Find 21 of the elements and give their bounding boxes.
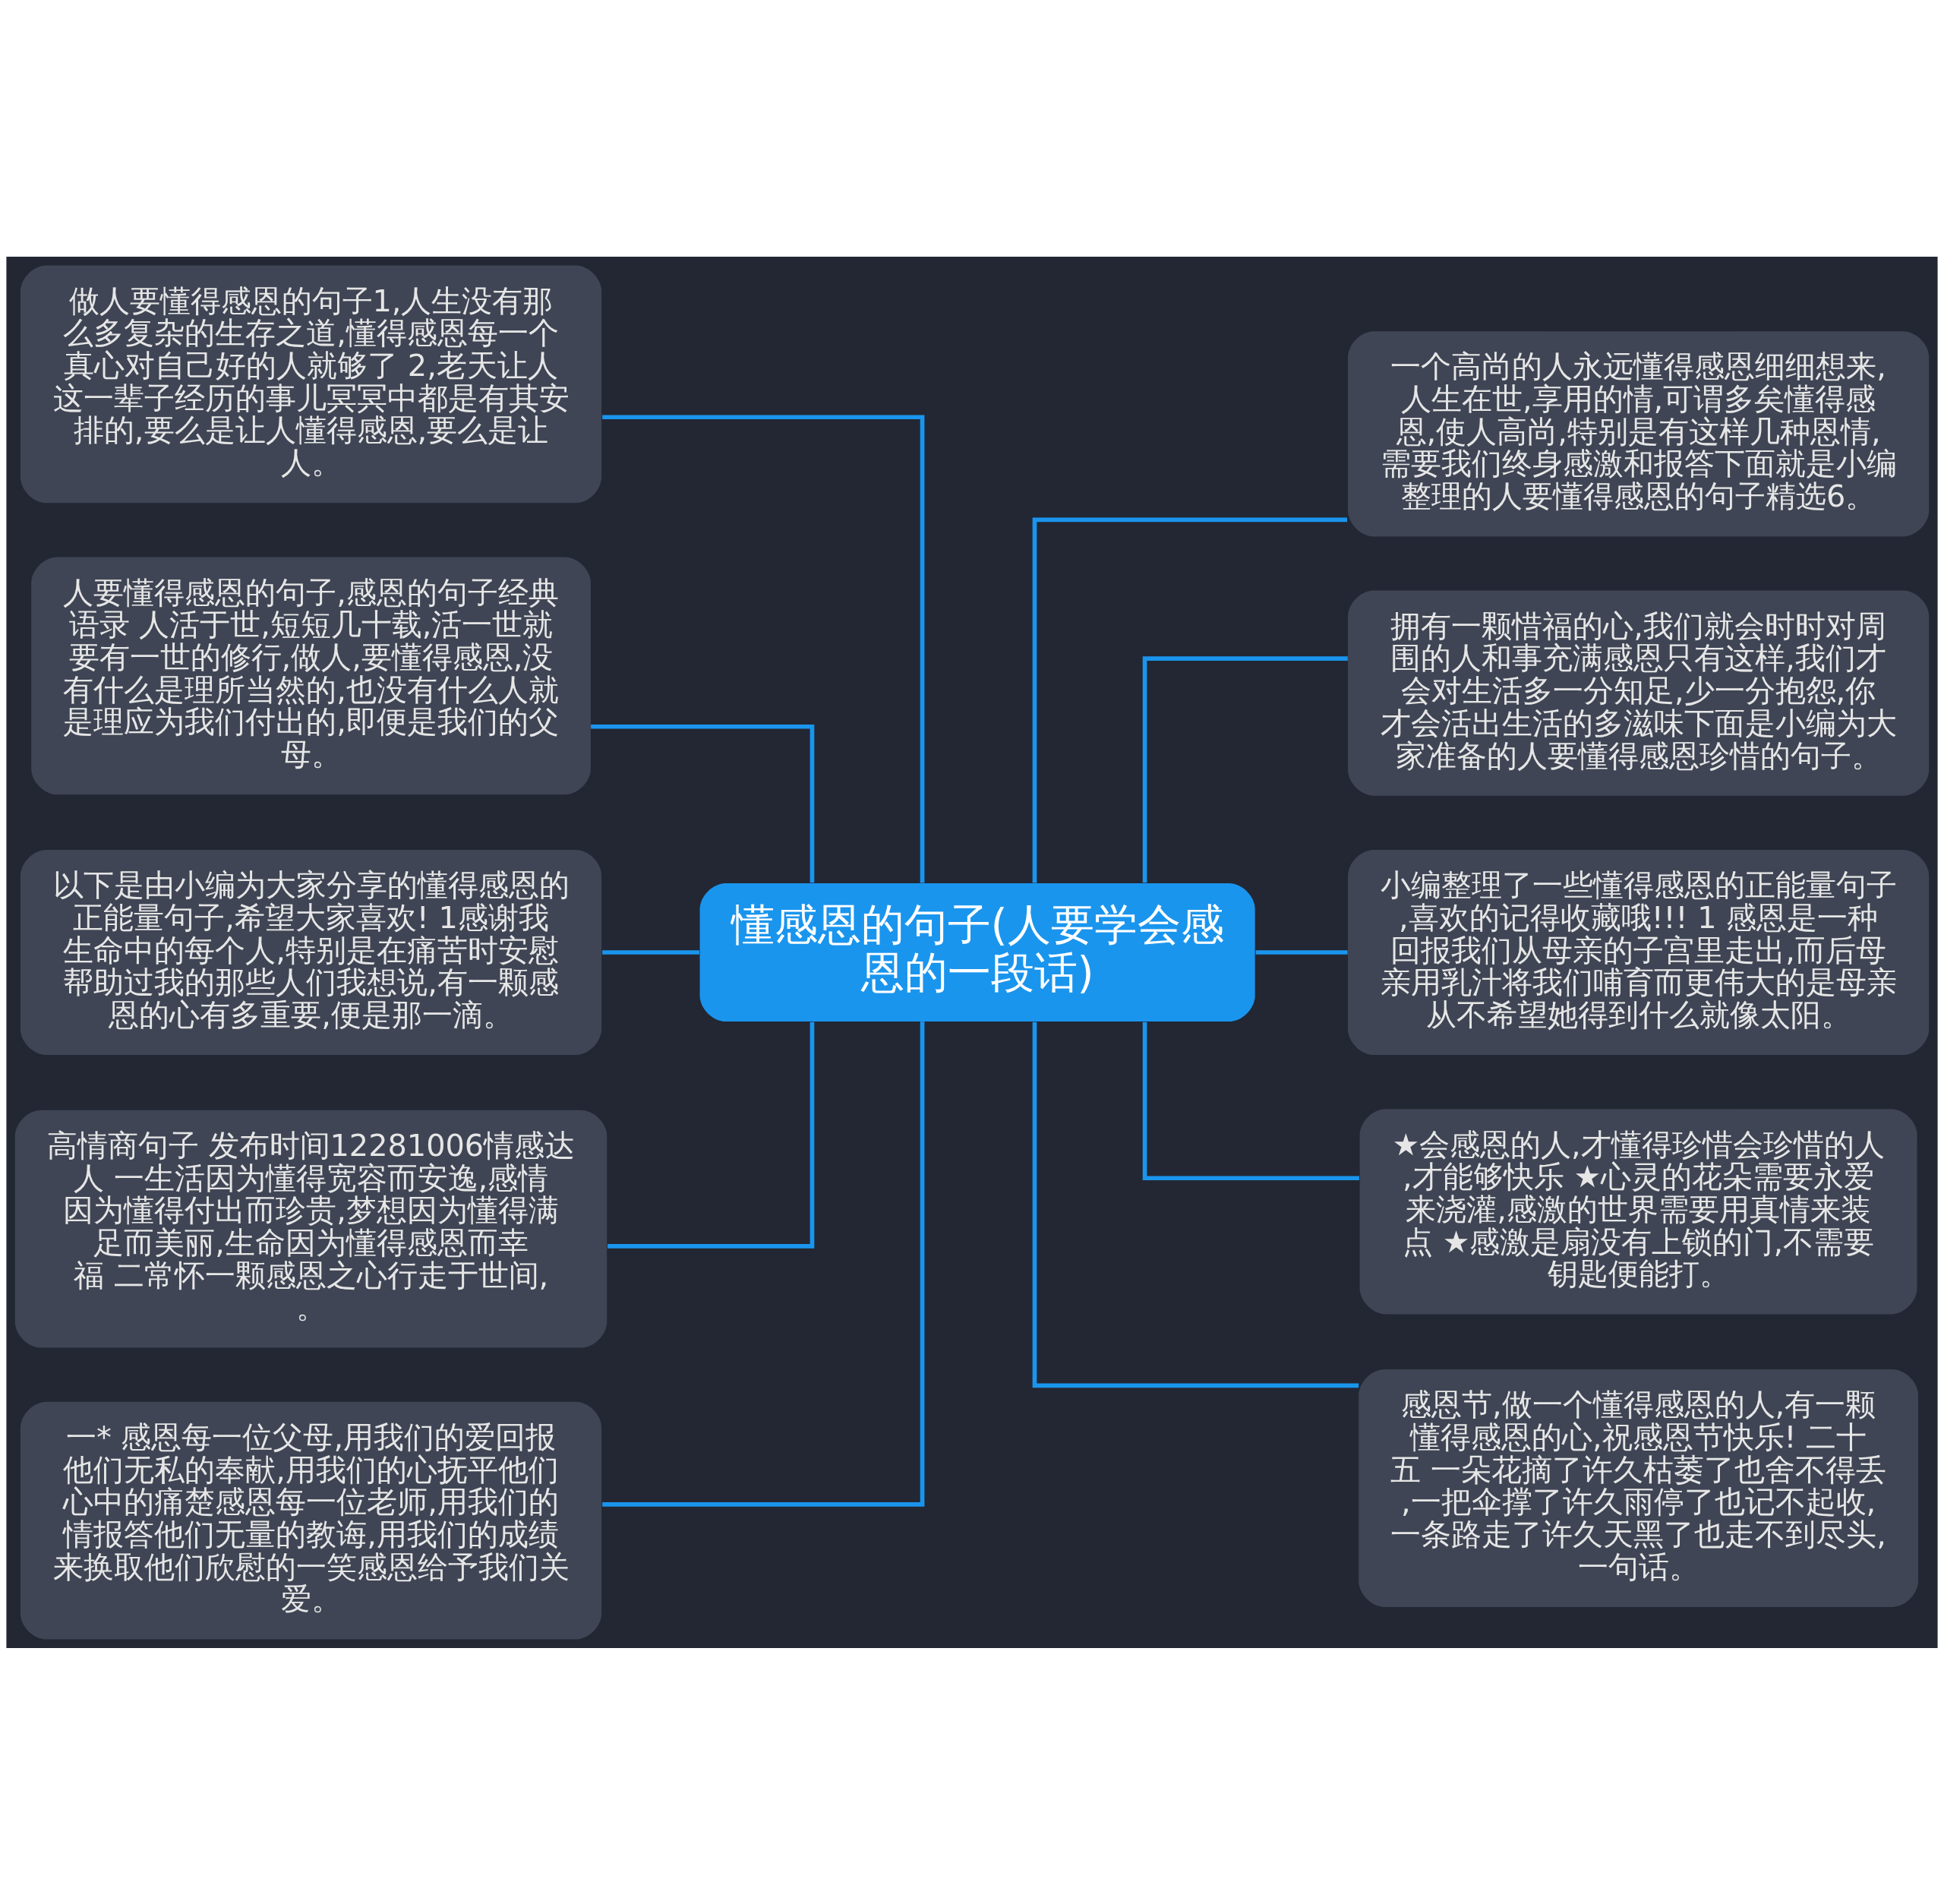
connector <box>1032 517 1347 883</box>
connector <box>591 724 815 883</box>
node-box: 小编整理了一些懂得感恩的正能量句子,喜欢的记得收藏哦!!! 1 感恩是一种回报我们从母亲的子宫里走出,而后母亲用乳汁将我们哺育而更伟大的是母亲从不希望她得到什么就像太阳。 <box>1348 849 1930 1055</box>
connector <box>602 1021 925 1507</box>
node-box: 做人要懂得感恩的句子1,人生没有那么多复杂的生存之道,懂得感恩每一个真心对自己好的人就够了 2,老天让人这一辈子经历的事儿冥冥中都是有其安排的,要么是让人懂得感恩,要么是让人。 <box>20 264 602 503</box>
connector <box>1142 1021 1359 1180</box>
node-box: 懂感恩的句子(人要学会感恩的一段话) <box>699 883 1255 1021</box>
connector <box>602 949 699 955</box>
connector <box>608 1021 815 1249</box>
connector <box>602 414 925 883</box>
connector <box>1032 1021 1359 1388</box>
node-box: 感恩节,做一个懂得感恩的人,有一颗懂得感恩的心,祝感恩节快乐! 二十五 一朵花摘了许久枯萎了也舍不得丢,一把伞撑了许久雨停了也记不起收,一条路走了许久天黑了也走不到尽头,一句话。 <box>1359 1369 1918 1607</box>
node-box: ★会感恩的人,才懂得珍惜会珍惜的人,才能够快乐 ★心灵的花朵需要永爱来浇灌,感激的世界需要用真情来装点 ★感激是扇没有上锁的门,不需要钥匙便能打。 <box>1359 1108 1917 1314</box>
connector <box>1142 655 1348 883</box>
node-box: 拥有一颗惜福的心,我们就会时时对周围的人和事充满感恩只有这样,我们才会对生活多一分知足,少一分抱怨,你才会活出生活的多滋味下面是小编为大家准备的人要懂得感恩珍惜的句子。 <box>1348 590 1930 796</box>
node-box: 高情商句子 发布时间12281006情感达人 一生活因为懂得宽容而安逸,感情因为懂得付出而珍贵,梦想因为懂得满足而美丽,生命因为懂得感恩而幸福 二常怀一颗感恩之心行走于世间,。 <box>14 1110 608 1348</box>
connector <box>1255 949 1348 955</box>
node-box: 一个高尚的人永远懂得感恩细细想来,人生在世,享用的情,可谓多矣懂得感恩,使人高尚,特别是有这样几种恩情,需要我们终身感激和报答下面就是小编整理的人要懂得感恩的句子精选6。 <box>1348 330 1930 536</box>
node-box: 人要懂得感恩的句子,感恩的句子经典语录 人活于世,短短几十载,活一世就要有一世的修行,做人,要懂得感恩,没有什么是理所当然的,也没有什么人就是理应为我们付出的,即便是我们的父母。 <box>31 556 591 794</box>
node-box: 一* 感恩每一位父母,用我们的爱回报他们无私的奉献,用我们的心抚平他们心中的痛楚感恩每一位老师,用我们的情报答他们无量的教诲,用我们的成绩来换取他们欣慰的一笑感恩给予我们关爱。 <box>20 1401 602 1640</box>
node-box: 以下是由小编为大家分享的懂得感恩的正能量句子,希望大家喜欢! 1感谢我生命中的每个人,特别是在痛苦时安慰帮助过我的那些人们我想说,有一颗感恩的心有多重要,便是那一滴。 <box>20 849 602 1055</box>
